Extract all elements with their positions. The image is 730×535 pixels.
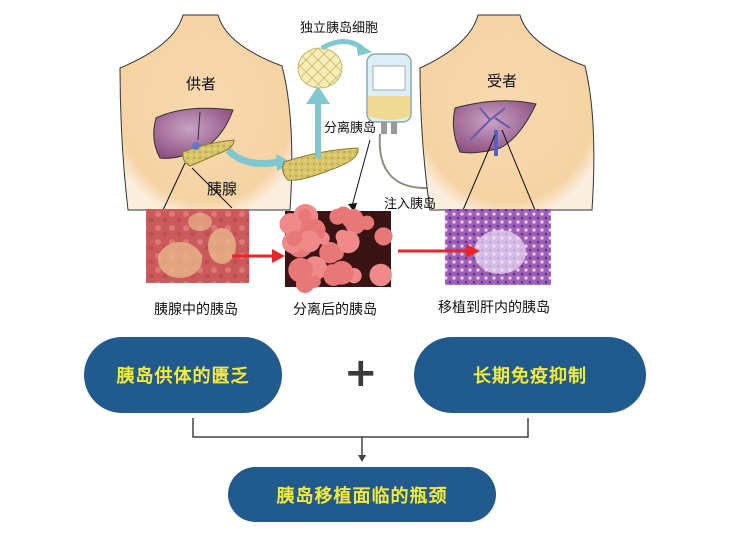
recipient-liver-icon [452, 100, 537, 154]
islet-sphere [359, 215, 375, 230]
islet-sphere [298, 209, 312, 223]
pill-bottleneck-text: 胰岛移植面临的瓶颈 [276, 485, 448, 507]
islet-spheres [279, 204, 393, 294]
label-recipient: 受者 [487, 72, 518, 90]
pill-donor-shortage-text: 胰岛供体的匮乏 [116, 366, 250, 387]
donor-pancreas-icon [182, 139, 235, 167]
islet-sphere [329, 208, 346, 225]
caption-isolated-islets: 分离后的胰岛 [293, 302, 377, 318]
islet-sphere [288, 257, 313, 283]
label-donor: 供者 [186, 75, 217, 93]
connector-arrow-icon [358, 455, 366, 462]
islet-sphere [341, 210, 360, 229]
islet-cluster-icon [297, 47, 343, 89]
islet-sphere [286, 230, 303, 247]
caption-pancreas-islets: 胰腺中的胰岛 [154, 302, 238, 318]
plus-icon: + [344, 350, 378, 396]
connector-bracket [192, 418, 529, 438]
islet-sphere [339, 238, 354, 252]
isolated-pancreas-icon [282, 147, 359, 181]
label-inject-islets: 注入胰岛 [384, 197, 437, 212]
label-pancreas: 胰腺 [207, 180, 238, 198]
label-isolated-cells: 独立胰岛细胞 [300, 21, 379, 36]
pill-immunosuppression-text: 长期免疫抑制 [473, 366, 587, 387]
caption-liver-islets: 移植到肝内的胰岛 [438, 300, 550, 316]
pill-bottleneck: 胰岛移植面临的瓶颈 [228, 467, 496, 522]
islet-sphere [298, 230, 321, 253]
islet-sphere [308, 275, 321, 288]
label-isolate-islets: 分离胰岛 [324, 121, 377, 136]
islet-sphere [319, 241, 341, 264]
islet-sphere [369, 263, 392, 287]
islet-sphere [329, 260, 354, 285]
islet-sphere [279, 213, 302, 236]
pill-immunosuppression: 长期免疫抑制 [414, 337, 646, 413]
pill-donor-shortage: 胰岛供体的匮乏 [84, 337, 282, 413]
islet-sphere [374, 227, 393, 246]
